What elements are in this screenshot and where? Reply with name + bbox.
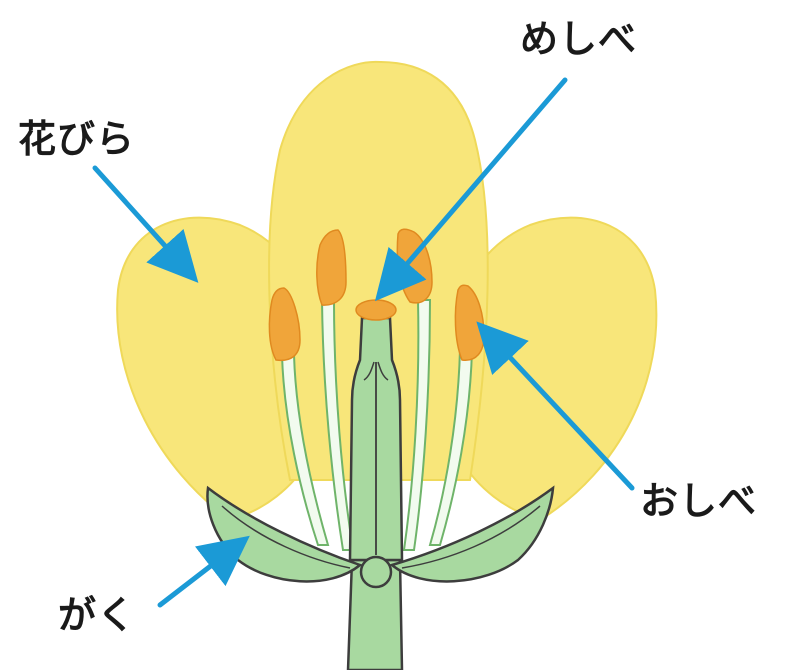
stigma — [356, 300, 396, 320]
label-stamen: おしべ — [640, 470, 757, 525]
arrow-sepal — [160, 548, 234, 605]
anther-2 — [317, 230, 346, 305]
label-petal: 花びら — [18, 108, 135, 163]
label-sepal: がく — [58, 584, 136, 639]
receptacle — [361, 557, 391, 587]
label-pistil: めしべ — [520, 8, 637, 63]
